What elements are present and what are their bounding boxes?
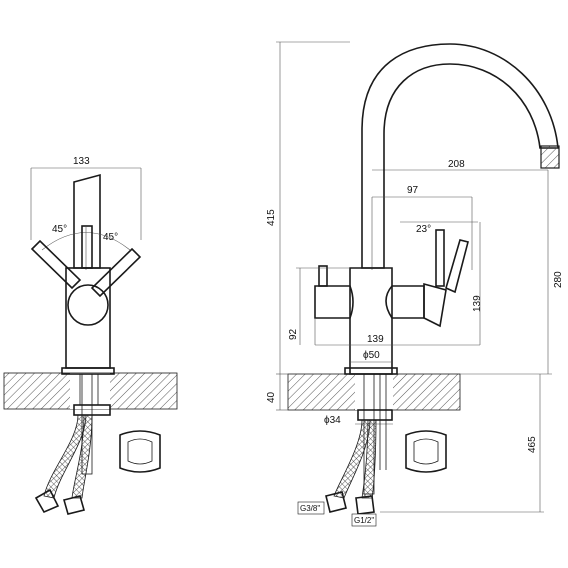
dim-body-height-left: 92 (288, 328, 299, 340)
cold-lever-side (314, 285, 354, 319)
countertop-cutout-left (70, 373, 110, 409)
dim-total-height: 415 (266, 209, 277, 226)
thread-label-a: G3/8" (300, 504, 320, 513)
cartridge-front (67, 284, 109, 326)
dim-spout-height: 280 (553, 271, 564, 288)
side-view: 415 40 208 280 97 23° 139 (266, 41, 564, 527)
lever-left (30, 239, 82, 290)
dim-base-diameter: ϕ50 (363, 350, 380, 361)
angle-left: 45° (52, 224, 67, 235)
dim-body-width: 139 (367, 334, 384, 345)
angle-lever: 23° (416, 224, 431, 235)
dim-body-height-right: 139 (472, 295, 483, 312)
mounting-nut-front (119, 430, 161, 473)
hose-front-b (71, 414, 93, 499)
mounting-nut-side (405, 430, 447, 473)
cartridge-side (385, 285, 425, 319)
dim-front-width: 133 (73, 156, 90, 167)
dim-lever-offset: 97 (407, 185, 419, 196)
hot-lever-side (445, 239, 469, 294)
dim-hole-diameter: ϕ34 (324, 415, 341, 426)
thread-label-b: G1/2" (354, 516, 374, 525)
dim-deck-thickness: 40 (266, 391, 277, 403)
spout-gooseneck (361, 43, 559, 269)
lever-right (90, 247, 142, 298)
spout-front (73, 173, 101, 269)
dim-spout-reach: 208 (448, 159, 465, 170)
angle-right: 45° (103, 232, 118, 243)
front-view: 133 45° 45° (3, 156, 178, 515)
aerator (540, 145, 560, 169)
dim-hose-length: 465 (527, 436, 538, 453)
